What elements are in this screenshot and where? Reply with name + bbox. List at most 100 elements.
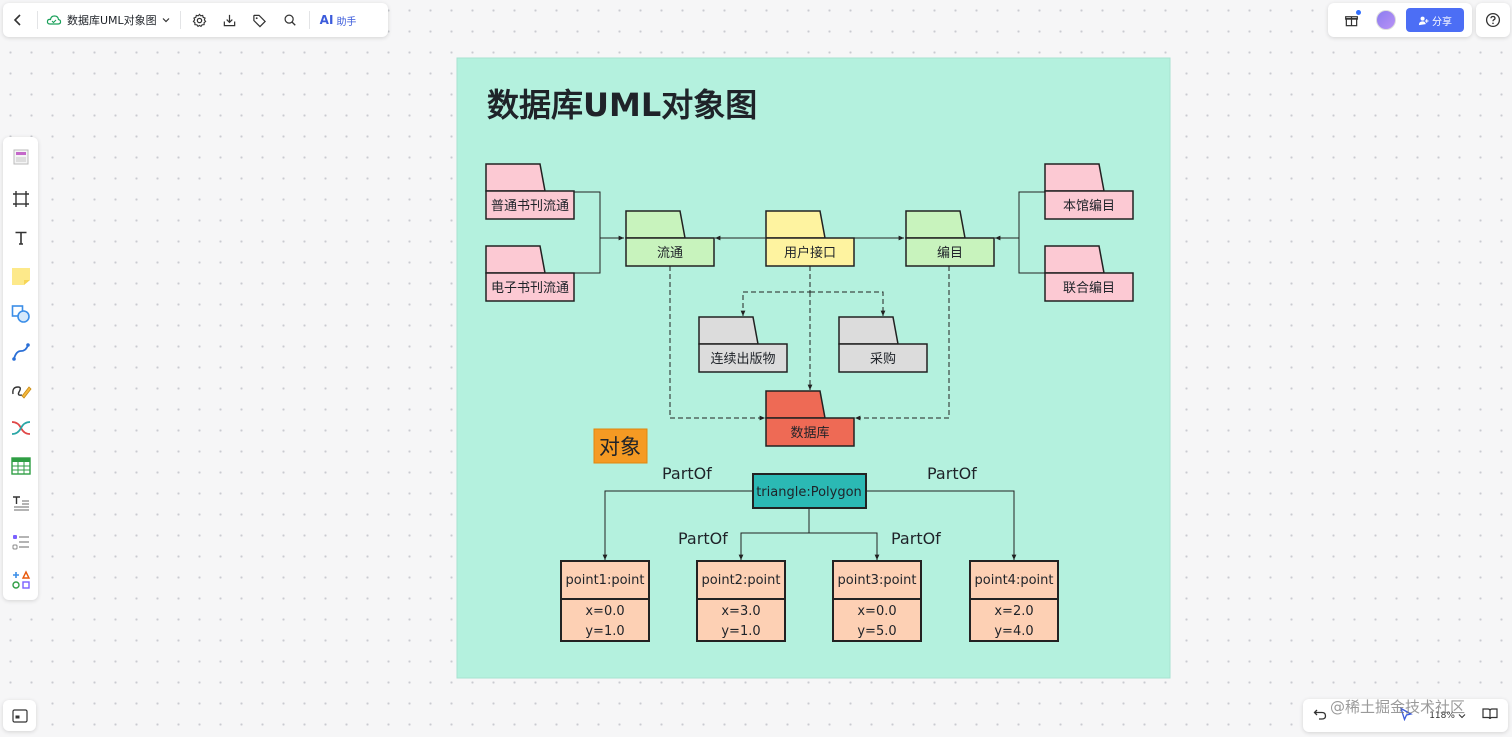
object-tag[interactable] [593, 428, 648, 464]
gift-button[interactable] [1336, 5, 1366, 35]
point-object-4[interactable]: point4:point x=2.0 y=4.0 [969, 560, 1059, 642]
divider [37, 11, 38, 29]
diagram-title: 数据库UML对象图 [487, 86, 757, 124]
connector-polygon-point3 [809, 532, 880, 560]
frame-icon [13, 191, 29, 207]
package-lianhe[interactable]: 联合编目 [1044, 245, 1134, 302]
gear-icon [192, 13, 207, 27]
connector-polygon-point4 [866, 490, 1017, 560]
pen-icon [12, 386, 32, 399]
book-view-button[interactable] [1482, 707, 1498, 724]
back-button[interactable] [3, 5, 33, 35]
package-label: 普通书刊流通 [491, 199, 569, 214]
top-right-toolbar: 分享 [1328, 3, 1472, 37]
text-block-icon [13, 496, 29, 511]
point-name: point4:point [975, 573, 1054, 588]
object-connectors [602, 490, 1017, 560]
package-shujuku[interactable]: 数据库 [765, 390, 855, 447]
connector-polygon-point2 [738, 508, 810, 560]
ai-assistant-button[interactable]: AI 助手 [314, 13, 363, 28]
connector-yonghu-lianxu [740, 266, 811, 316]
package-caigou[interactable]: 采购 [838, 316, 928, 373]
point-name: point2:point [702, 573, 781, 588]
document-title-menu[interactable]: 数据库UML对象图 [42, 12, 176, 28]
package-label: 用户接口 [784, 245, 836, 261]
tool-mindmap[interactable] [7, 414, 35, 442]
select-tool-button[interactable] [1399, 707, 1413, 724]
search-icon [284, 14, 296, 26]
point-y: y=1.0 [585, 624, 624, 639]
partof-label: PartOf [662, 464, 712, 483]
tag-button[interactable] [245, 5, 275, 35]
package-dianzi[interactable]: 电子书刊流通 [485, 245, 575, 302]
tool-text-block[interactable] [7, 490, 35, 518]
bottom-right-toolbar: 118% [1303, 699, 1508, 732]
package-label: 连续出版物 [710, 351, 775, 367]
download-icon [223, 14, 236, 26]
settings-button[interactable] [185, 5, 215, 35]
point-name: point3:point [838, 573, 917, 588]
tool-text[interactable] [7, 224, 35, 252]
minimap-toggle-button[interactable] [3, 700, 36, 731]
zoom-control[interactable]: 118% [1429, 711, 1466, 721]
template-icon [13, 149, 29, 165]
tool-more[interactable] [7, 566, 35, 594]
package-label: 电子书刊流通 [491, 281, 569, 296]
chevron-down-icon [1458, 713, 1466, 718]
package-liutong[interactable]: 流通 [625, 210, 715, 267]
tool-table[interactable] [7, 452, 35, 480]
tool-shape[interactable] [7, 300, 35, 328]
shape-icon [11, 305, 30, 323]
divider [308, 11, 310, 29]
help-button[interactable] [1476, 3, 1510, 37]
point-y: y=1.0 [721, 624, 760, 639]
tool-frame-template[interactable] [7, 143, 35, 171]
connector-putong-liutong [574, 191, 624, 241]
connector-dianzi-liutong [574, 238, 601, 274]
package-label: 采购 [870, 351, 896, 367]
chevron-down-icon [162, 18, 170, 23]
point-object-3[interactable]: point3:point x=0.0 y=5.0 [832, 560, 922, 642]
package-lianxu[interactable]: 连续出版物 [698, 316, 788, 373]
package-bianmu[interactable]: 编目 [905, 210, 995, 267]
tool-pen[interactable] [7, 376, 35, 404]
tool-connector[interactable] [7, 338, 35, 366]
divider [179, 11, 181, 29]
point-object-2[interactable]: point2:point x=3.0 y=1.0 [696, 560, 786, 642]
dashed-connectors [669, 266, 950, 421]
user-add-icon [1418, 16, 1429, 25]
document-title: 数据库UML对象图 [67, 14, 157, 27]
package-benguan[interactable]: 本馆编目 [1044, 163, 1134, 220]
share-button[interactable]: 分享 [1406, 8, 1464, 32]
package-label: 编目 [937, 246, 963, 261]
point-name: point1:point [566, 573, 645, 588]
sticky-note-icon [12, 268, 30, 285]
undo-button[interactable] [1313, 707, 1327, 724]
point-x: x=2.0 [994, 604, 1033, 619]
package-putong[interactable]: 普通书刊流通 [485, 163, 575, 220]
search-button[interactable] [275, 5, 305, 35]
package-group: 普通书刊流通 电子书刊流通 流通 用户接口 编目 本馆编目 [485, 163, 1134, 447]
gift-icon [1344, 15, 1358, 26]
point-x: x=0.0 [857, 604, 896, 619]
tool-list[interactable] [7, 528, 35, 556]
list-icon [12, 535, 29, 550]
connector-polygon-point1 [602, 490, 753, 560]
minimap-icon [11, 708, 28, 723]
avatar[interactable] [1376, 10, 1396, 30]
download-button[interactable] [215, 5, 245, 35]
more-tools-icon [12, 570, 31, 589]
package-yonghu[interactable]: 用户接口 [765, 210, 855, 267]
tool-frame[interactable] [7, 185, 35, 213]
tool-sticky-note[interactable] [7, 262, 35, 290]
point-object-1[interactable]: point1:point x=0.0 y=1.0 [560, 560, 650, 642]
polygon-object[interactable]: triangle:Polygon [752, 473, 867, 509]
package-label: 数据库 [790, 425, 829, 441]
point-y: y=4.0 [994, 624, 1033, 639]
zoom-level: 118% [1429, 710, 1455, 721]
object-tag-label: 对象 [599, 435, 641, 459]
ai-label: AI [319, 13, 334, 27]
package-label: 联合编目 [1063, 281, 1115, 296]
connector-lianhe-bianmu [1018, 238, 1046, 274]
